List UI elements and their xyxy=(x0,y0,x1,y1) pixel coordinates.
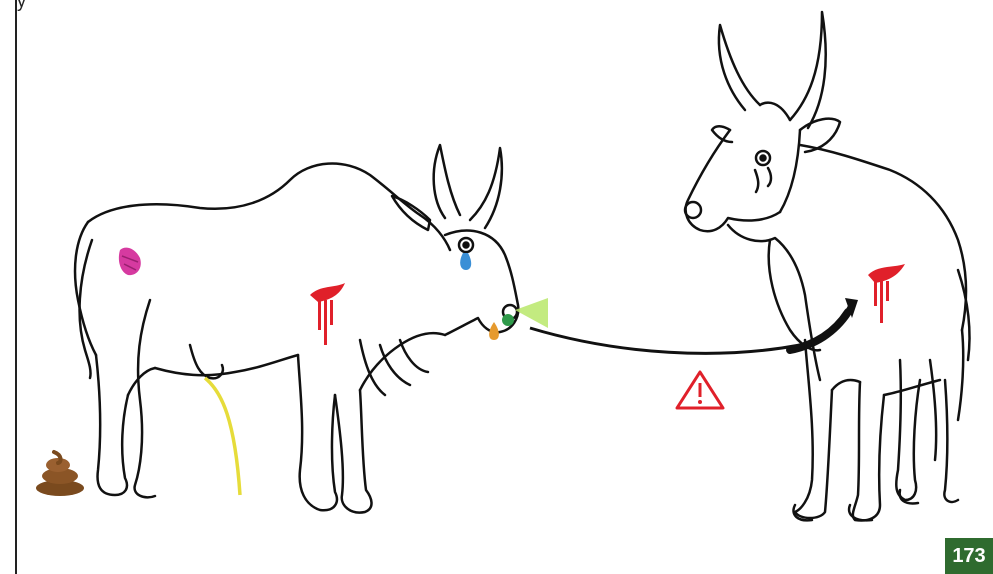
saliva-drop xyxy=(489,322,499,340)
skin-lesion xyxy=(119,248,141,275)
tear-drop xyxy=(460,253,471,270)
sick-cow xyxy=(75,145,518,513)
breath-spray xyxy=(515,298,548,328)
page-number-badge: 173 xyxy=(945,538,993,574)
urine-stream xyxy=(205,378,240,495)
warning-triangle-icon xyxy=(677,372,723,408)
bleeding-wound xyxy=(310,283,345,345)
healthy-cow xyxy=(685,12,970,520)
bleeding-wound-contact xyxy=(868,264,905,323)
dung-icon xyxy=(36,452,84,496)
nasal-discharge xyxy=(502,314,514,326)
